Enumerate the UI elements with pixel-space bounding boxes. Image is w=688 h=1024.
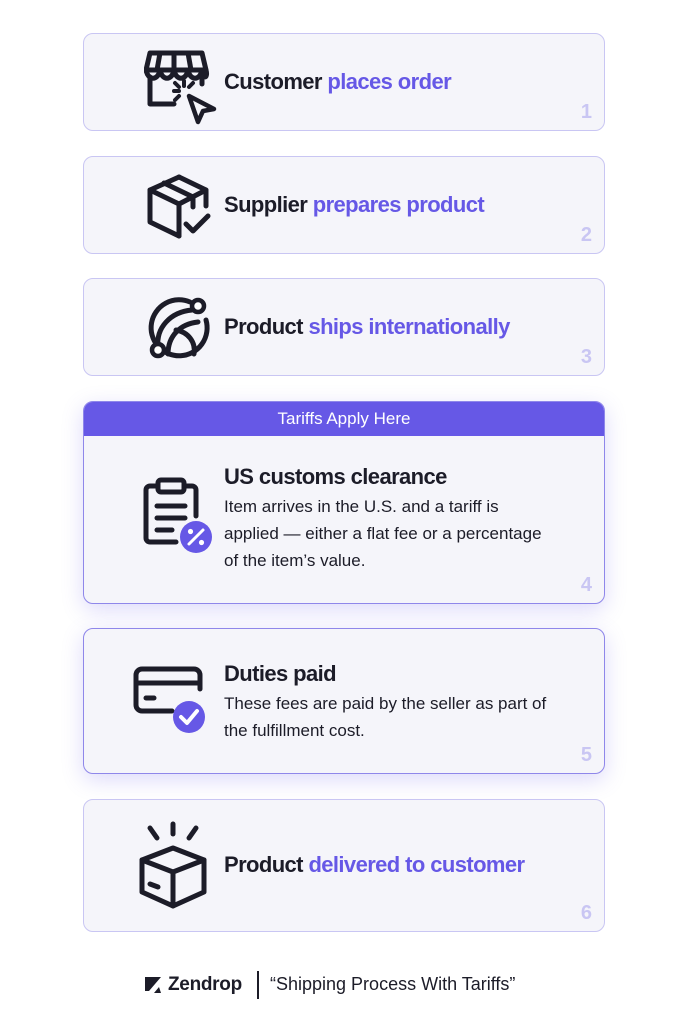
step-1-number: 1 [580,101,592,123]
step-3-number: 3 [580,346,592,368]
tariff-banner: Tariffs Apply Here [84,402,604,436]
brand-name: Zendrop [168,974,242,995]
step-card-4: Tariffs Apply Here US customs clearance … [83,401,605,604]
footer-divider [257,971,259,999]
step-1-title-accent: places order [327,69,452,94]
storefront-click-icon [144,50,217,125]
step-1-title-dark: Customer [224,69,322,94]
box-check-icon [147,174,211,239]
step-card-3: Product ships internationally 3 [83,278,605,376]
step-2-title-dark: Supplier [224,192,308,217]
step-5-description: These fees are paid by the seller as par… [224,694,547,740]
step-4-number: 4 [580,574,592,596]
step-card-2: Supplier prepares product 2 [83,156,605,254]
step-card-5: Duties paid These fees are paid by the s… [83,628,605,774]
step-6-title-accent: delivered to customer [308,852,525,877]
step-3-title: Product ships internationally [224,314,510,340]
step-2-title: Supplier prepares product [224,192,485,218]
step-card-6: Product delivered to customer 6 [83,799,605,932]
footer: Zendrop “Shipping Process With Tariffs” [0,968,688,1002]
step-2-title-accent: prepares product [312,192,485,217]
step-5-title: Duties paid [224,661,337,686]
step-4-description: Item arrives in the U.S. and a tariff is… [224,497,542,570]
step-6-title: Product delivered to customer [224,852,525,878]
footer-caption: “Shipping Process With Tariffs” [270,974,516,994]
step-3-title-dark: Product [224,314,304,339]
step-card-1: Customer places order 1 [83,33,605,131]
step-5-number: 5 [580,744,592,766]
step-6-number: 6 [580,902,592,924]
open-box-icon [139,821,207,909]
step-3-title-accent: ships internationally [308,314,510,339]
step-2-number: 2 [580,224,592,246]
globe-route-icon [148,297,210,359]
step-4-title: US customs clearance [224,464,447,489]
zendrop-logo-icon [145,977,161,993]
card-check-icon [133,666,205,733]
clipboard-percent-icon [143,477,212,553]
step-6-title-dark: Product [224,852,304,877]
step-1-title: Customer places order [224,69,452,95]
